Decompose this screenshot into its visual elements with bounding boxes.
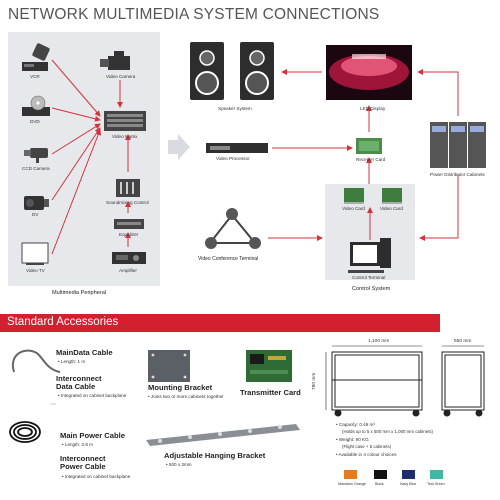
video-camera-icon	[100, 51, 130, 70]
label-receiver-card: Receiver Card	[356, 157, 385, 162]
swatch-black	[374, 470, 387, 479]
label-control-terminal: Control Terminal	[352, 275, 385, 280]
interconnect-data-title-2: Data Cable	[56, 383, 95, 391]
swatch-label-navy: Navy Blue	[400, 482, 416, 486]
conference-node-left	[205, 237, 217, 249]
hanging-bracket-title: Adjustable Hanging Bracket	[164, 452, 265, 460]
video-card-1-icon	[344, 188, 364, 204]
amplifier-icon	[112, 252, 146, 264]
mounting-bracket-title: Mounting Bracket	[148, 384, 212, 392]
receiver-card-icon	[356, 138, 382, 154]
main-power-cable-title: Main Power Cable	[60, 432, 125, 440]
label-power-cabinets: Power Distributor Cabinets	[430, 172, 485, 177]
label-video-matrix: Video Matrix	[112, 134, 137, 139]
flightcase-spec-weight: Weight: 90 KG	[336, 437, 369, 442]
dvd-icon	[22, 96, 50, 116]
label-video-conference: Video Conference Terminal	[198, 256, 258, 262]
dv-camcorder-icon	[24, 196, 49, 210]
label-video-tv: Video TV	[26, 268, 45, 273]
conference-node-right	[249, 237, 261, 249]
main-data-cable-image	[13, 351, 60, 372]
flightcase-depth: 550 mm	[454, 339, 471, 344]
main-data-cable-length: Length: 1 m	[58, 359, 85, 364]
label-sound-control: Soundmixing Control	[106, 200, 149, 205]
main-power-cable-length: Length: 0.8 m	[62, 442, 93, 447]
hanging-bracket-image	[146, 424, 300, 446]
label-led-display: LED Display	[360, 106, 385, 111]
cctv-camera-icon	[24, 148, 48, 163]
led-display-image	[326, 45, 412, 100]
label-dvd: DVD	[30, 119, 40, 124]
label-video-camera: Video Camera	[106, 74, 135, 79]
interconnect-data-note: Integrated on cabinet backplane	[58, 393, 126, 398]
label-cctv: CCD Camera	[22, 166, 50, 171]
accessories-banner-tail	[440, 314, 500, 332]
control-terminal-icon	[348, 238, 391, 273]
flightcase-spec-capacity: Capacity: 0.46 m³	[336, 422, 375, 427]
swatch-navy	[402, 470, 415, 479]
label-video-processor: Video Processor	[216, 156, 250, 161]
mounting-bracket-note: Joins two or more cabinets together	[148, 394, 224, 399]
label-dv: DV	[32, 212, 38, 217]
flightcase-spec-colours: Available in 4 colour choices	[336, 452, 397, 457]
sound-mixer-icon	[116, 179, 140, 197]
label-amplifier: Amplifier	[119, 268, 137, 273]
flow-arrow-big	[168, 134, 190, 160]
mounting-bracket-image	[148, 350, 190, 382]
flightcase-height: 780 mm	[312, 373, 317, 390]
video-matrix-icon	[104, 111, 146, 131]
label-speaker-system: Speaker System	[218, 106, 252, 111]
interconnect-power-title-2: Power Cable	[60, 463, 106, 471]
label-equalizer: Equalizer	[119, 232, 138, 237]
accessories-heading: Standard Accessories	[7, 316, 118, 328]
speaker-left-icon	[190, 42, 224, 100]
label-vcr: VCR	[30, 74, 40, 79]
power-cabinets-icon	[430, 122, 486, 168]
label-video-card-2: Video Card	[380, 206, 403, 211]
hanging-bracket-size: 500 x 3mm	[166, 462, 192, 467]
vcr-icon	[22, 43, 50, 71]
transmitter-card-image	[246, 350, 292, 382]
video-card-2-icon	[382, 188, 402, 204]
transmitter-card-title: Transmitter Card	[240, 389, 301, 397]
video-tv-icon	[22, 243, 48, 265]
equalizer-icon	[114, 219, 144, 229]
swatch-label-black: Black	[375, 482, 384, 486]
flight-case-drawing	[326, 346, 484, 416]
interconnect-power-note: Integrated on cabinet backplane	[62, 474, 130, 479]
label-video-card-1: Video Card	[342, 206, 365, 211]
flightcase-spec-holds: (Holds up to 5 x 500 mm x 1,000 mm cabin…	[342, 429, 433, 434]
swatch-teal	[430, 470, 443, 479]
swatch-label-orange: Mandarin Orange	[338, 482, 366, 486]
swatch-orange	[344, 470, 357, 479]
speaker-right-icon	[240, 42, 274, 100]
flightcase-spec-weight-note: (Flight case + 5 cabinets)	[342, 444, 391, 449]
main-power-cable-image	[10, 422, 40, 442]
label-control-system: Control System	[352, 286, 390, 292]
flightcase-width: 1,100 mm	[368, 339, 389, 344]
main-data-cable-title: MainData Cable	[56, 349, 113, 357]
video-processor-icon	[206, 143, 268, 153]
conference-node-top	[226, 208, 238, 220]
swatch-label-teal: Teal Green	[427, 482, 445, 486]
label-multimedia-peripheral: Multimedia Peripheral	[52, 290, 106, 296]
